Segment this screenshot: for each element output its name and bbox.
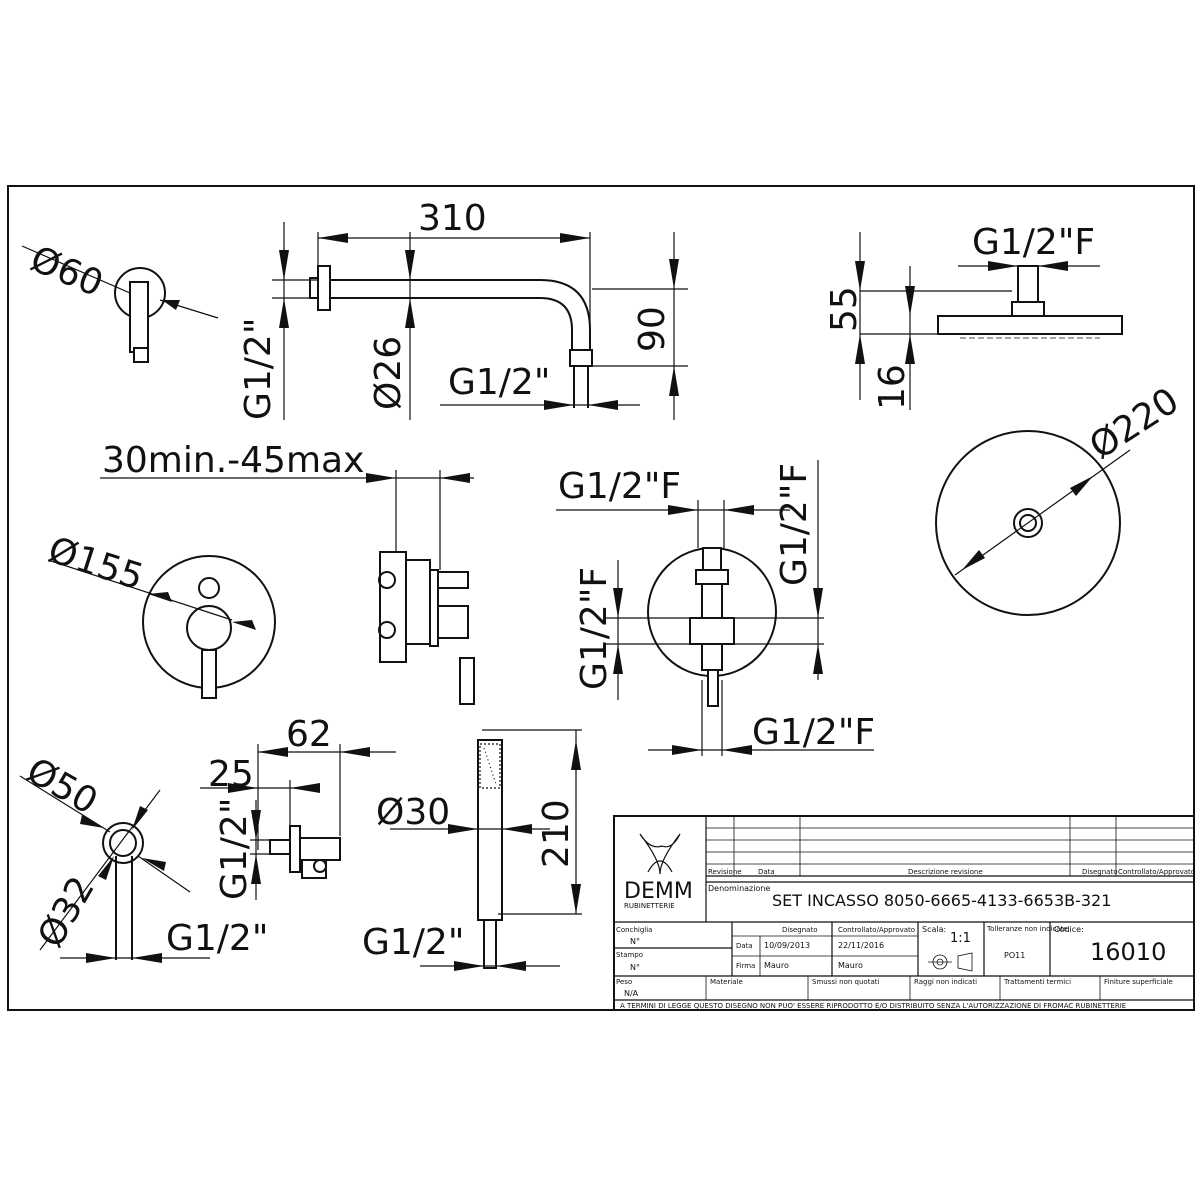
tb-lbl-data: Data [736,942,753,950]
tb-hdr-controllato: Controllato/Approvato [1118,868,1195,876]
dim-d30: Ø30 [376,792,450,833]
concealed-body-view: G1/2"F G1/2"F G1/2"F G1/2"F [556,460,875,756]
dim-h16: 16 [872,364,913,410]
tb-lbl-conchiglia: Conchiglia [616,926,652,934]
tb-lbl-peso: Peso [616,978,632,986]
tb-logo-subtext: RUBINETTERIE [624,902,675,910]
tb-hdr-revisione: Revisione [708,868,742,876]
dim-d220: Ø220 [1083,380,1187,467]
tb-val-stampo: N° [630,963,640,972]
dim-l25: 25 [208,754,254,795]
tb-lbl-trattamenti: Trattamenti termici [1003,978,1071,986]
tb-firma-disegnato: Mauro [764,961,789,970]
dim-g12-outlet-side: G1/2" [214,798,255,900]
dim-h90: 90 [632,306,673,352]
tb-lbl-finiture: Finiture superficiale [1104,978,1173,986]
dim-d32: Ø32 [30,870,103,955]
dim-g12-arm-bottom: G1/2" [448,362,550,403]
tb-hdr-data: Data [758,868,775,876]
tb-lbl-stampo: Stampo [616,951,643,959]
dim-d50: Ø50 [20,750,105,823]
tb-data-disegnato: 10/09/2013 [764,941,810,950]
dim-l210: 210 [536,799,577,868]
wall-outlet-side-view: 62 25 G1/2" [200,714,396,900]
tb-val-conchiglia: N° [630,937,640,946]
tb-lbl-materiale: Materiale [710,978,743,986]
dim-g12f-valve-bottom: G1/2"F [752,712,875,753]
hand-shower-view: 210 Ø30 G1/2" [362,729,582,971]
projection-symbol-icon [928,952,973,972]
dim-l62: 62 [286,714,332,755]
diverter-side-view: 30min.-45max [100,440,475,705]
tb-lbl-smussi: Smussi non quotati [812,978,879,986]
tb-lbl-raggi: Raggi non indicati [914,978,977,986]
wall-flange-view: Ø60 [21,239,219,363]
tb-data-controllato: 22/11/2016 [838,941,884,950]
title-block: Revisione Data Descrizione revisione Dis… [613,815,1195,1011]
diverter-plate-view: Ø155 [43,530,276,699]
tb-lbl-codice: Codice: [1054,925,1084,934]
shower-head-side-view: G1/2"F 55 16 [824,222,1123,410]
tb-lbl-controllato: Controllato/Approvato [838,926,915,934]
dim-range-30-45: 30min.-45max [102,440,364,481]
tb-peso: N/A [624,989,639,998]
tb-lbl-tolleranze: Tolleranze non indicate [986,925,1068,933]
dim-l310: 310 [418,198,487,239]
tb-lbl-scala: Scala: [922,925,946,934]
dim-g12-handshower: G1/2" [362,922,464,963]
dim-d60: Ø60 [24,239,108,306]
dim-g12-outlet-bottom: G1/2" [166,918,268,959]
drawing-frame [7,185,1195,1011]
tb-hdr-disegnato: Disegnato [1082,868,1118,876]
dim-g12f-valve-top: G1/2"F [558,466,681,507]
shower-head-top-view: Ø220 [935,380,1187,616]
dim-d155: Ø155 [43,530,148,599]
tb-scala: 1:1 [950,931,971,946]
tb-copyright: A TERMINI DI LEGGE QUESTO DISEGNO NON PU… [620,1002,1126,1010]
tb-firma-controllato: Mauro [838,961,863,970]
shower-arm-view: 310 G1/2" Ø26 90 G1/2" [238,198,688,420]
tb-denominazione: SET INCASSO 8050-6665-4133-6653B-321 [772,891,1111,910]
dim-d26: Ø26 [368,336,409,410]
tb-lbl-firma: Firma [736,962,755,970]
tb-codice: 16010 [1090,938,1166,966]
tb-lbl-denominazione: Denominazione [708,884,770,893]
tb-lbl-disegnato: Disegnato [782,926,818,934]
dim-g12f-valve-left: G1/2"F [574,567,615,690]
tb-tolleranze: PO11 [1004,951,1025,960]
demm-logo-icon [639,833,681,875]
tb-logo-text: DEMM [624,879,693,904]
dim-g12-arm-left: G1/2" [238,318,279,420]
tb-hdr-descrizione: Descrizione revisione [908,868,983,876]
dim-g12f-head: G1/2"F [972,222,1095,263]
dim-g12f-valve-right: G1/2"F [774,463,815,586]
dim-h55: 55 [824,286,865,332]
